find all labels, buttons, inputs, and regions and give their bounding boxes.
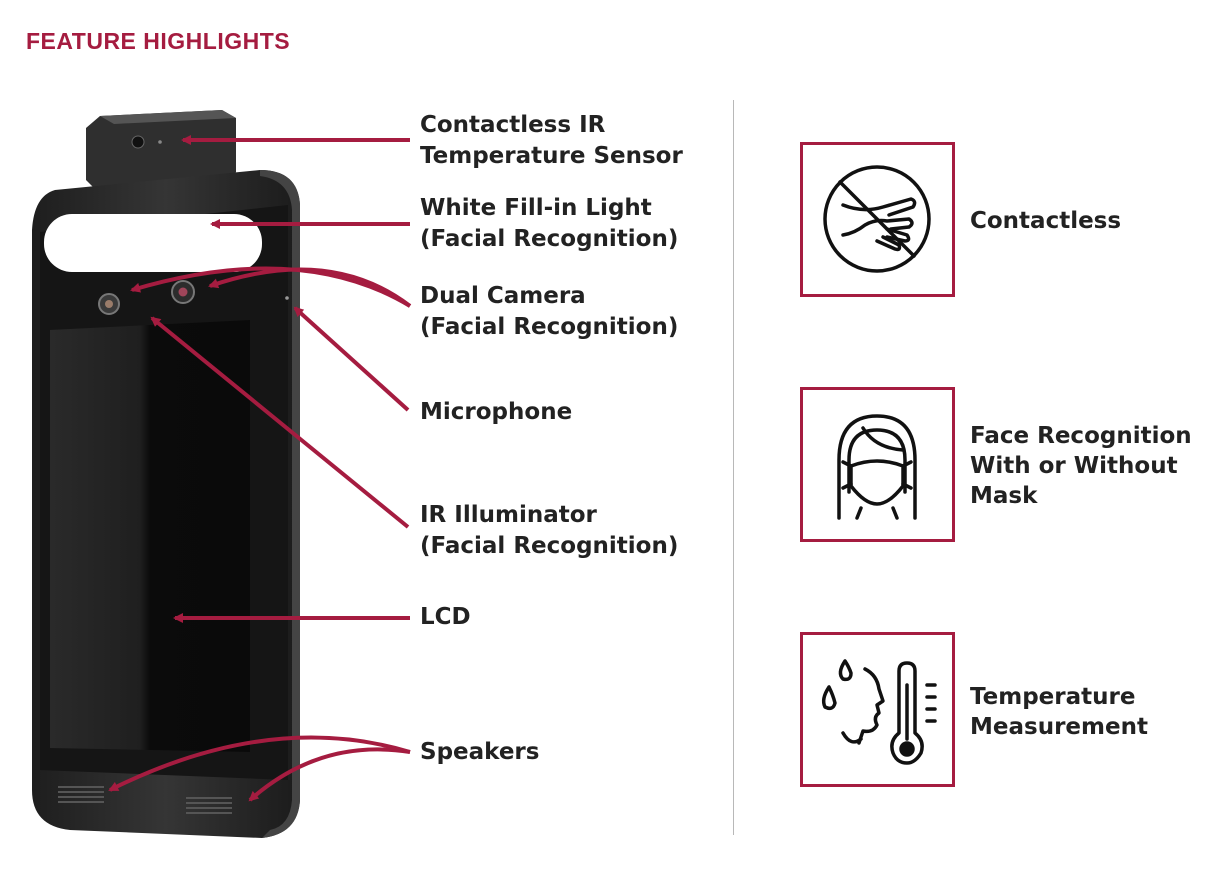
microphone-hole: [285, 296, 289, 300]
page-title: FEATURE HIGHLIGHTS: [26, 28, 291, 54]
lcd-screen: [50, 320, 250, 752]
speaker-grille-left: [58, 786, 104, 803]
callout-speakers: Speakers: [420, 739, 540, 765]
callout-microphone: Microphone: [420, 399, 573, 425]
callout-dual-camera: Dual Camera(Facial Recognition): [420, 283, 679, 340]
arrow-speaker-left: [108, 735, 411, 792]
masked-face-icon: [837, 414, 917, 520]
feature-box-face-recognition: [800, 387, 955, 542]
speaker-grille-right: [186, 797, 232, 814]
feature-label-contactless: Contactless: [970, 208, 1122, 234]
arrow-microphone: [293, 306, 410, 412]
dual-camera: [98, 280, 195, 315]
arrow-camera-right: [208, 267, 412, 308]
ir-temperature-sensor: [86, 110, 236, 190]
divider-line: [733, 100, 734, 835]
feature-box-temperature: [800, 632, 955, 787]
arrow-speaker-right: [248, 747, 411, 802]
callout-lcd: LCD: [420, 604, 471, 630]
callout-white-fill-in-light: White Fill-in Light(Facial Recognition): [420, 195, 679, 252]
no-touch-hand-icon: [823, 165, 931, 273]
white-fill-in-light: [44, 214, 262, 272]
arrow-ir-illuminator: [150, 316, 410, 529]
feature-box-contactless: [800, 142, 955, 297]
temperature-face-icon: [821, 659, 937, 765]
callout-ir-illuminator: IR Illuminator(Facial Recognition): [420, 502, 679, 559]
